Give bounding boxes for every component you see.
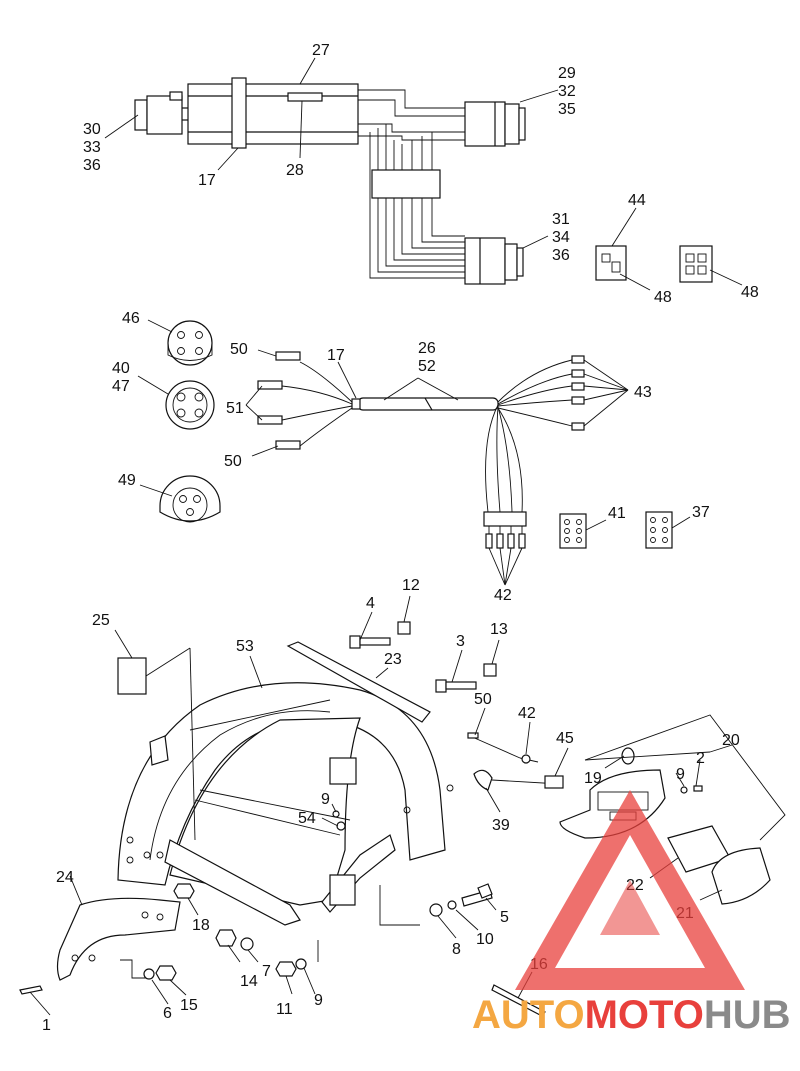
callout-41: 41: [608, 505, 626, 522]
callout-45: 45: [556, 730, 574, 747]
callout-26: 26: [418, 340, 436, 357]
callout-1: 1: [42, 1017, 51, 1034]
callout-17: 17: [198, 172, 216, 189]
callout-31: 31: [552, 211, 570, 228]
callout-48: 48: [654, 289, 672, 306]
callout-32: 32: [558, 83, 576, 100]
callout-50: 50: [224, 453, 242, 470]
callout-50: 50: [230, 341, 248, 358]
callout-35: 35: [558, 101, 576, 118]
callout-54: 54: [298, 810, 316, 827]
callout-27: 27: [312, 42, 330, 59]
callout-8: 8: [452, 941, 461, 958]
callout-11: 11: [276, 1001, 293, 1018]
watermark-triangle-inner-icon: [600, 880, 660, 935]
callout-7: 7: [262, 963, 271, 980]
callout-23: 23: [384, 651, 402, 668]
callout-6: 6: [163, 1005, 172, 1022]
callout-14: 14: [240, 973, 258, 990]
callout-44: 44: [628, 192, 646, 209]
callout-9: 9: [321, 791, 330, 808]
callout-12: 12: [402, 577, 420, 594]
callout-49: 49: [118, 472, 136, 489]
callout-42: 42: [494, 587, 512, 604]
callout-30: 30: [83, 121, 101, 138]
callout-34: 34: [552, 229, 570, 246]
callout-24: 24: [56, 869, 74, 886]
callout-51: 51: [226, 400, 244, 417]
callout-46: 46: [122, 310, 140, 327]
callout-4: 4: [366, 595, 375, 612]
callout-3: 3: [456, 633, 465, 650]
callout-9: 9: [676, 766, 685, 783]
callout-17: 17: [327, 347, 345, 364]
callout-52: 52: [418, 358, 436, 375]
main-wiring-harness: [104, 57, 743, 291]
callout-40: 40: [112, 360, 130, 377]
callout-10: 10: [476, 931, 494, 948]
callout-25: 25: [92, 612, 110, 629]
rear-fender-assembly: [19, 595, 786, 1017]
callout-13: 13: [490, 621, 508, 638]
callout-39: 39: [492, 817, 510, 834]
callout-36: 36: [552, 247, 570, 264]
lamp-harness: [137, 319, 691, 586]
callout-42: 42: [518, 705, 536, 722]
callout-5: 5: [500, 909, 509, 926]
callout-18: 18: [192, 917, 210, 934]
callout-9: 9: [314, 992, 323, 1009]
callout-33: 33: [83, 139, 101, 156]
callout-53: 53: [236, 638, 254, 655]
automotohub-watermark: AUTOMOTOHUB: [472, 790, 791, 1037]
callout-50: 50: [474, 691, 492, 708]
callout-19: 19: [584, 770, 602, 787]
callout-36: 36: [83, 157, 101, 174]
callout-15: 15: [180, 997, 198, 1014]
callout-29: 29: [558, 65, 576, 82]
callout-48: 48: [741, 284, 759, 301]
callout-37: 37: [692, 504, 710, 521]
callout-2: 2: [696, 750, 705, 767]
callout-47: 47: [112, 378, 130, 395]
watermark-text: AUTOMOTOHUB: [472, 993, 791, 1037]
callout-43: 43: [634, 384, 652, 401]
callout-20: 20: [722, 732, 740, 749]
callout-28: 28: [286, 162, 304, 179]
watermark-triangle-icon: [515, 790, 745, 990]
